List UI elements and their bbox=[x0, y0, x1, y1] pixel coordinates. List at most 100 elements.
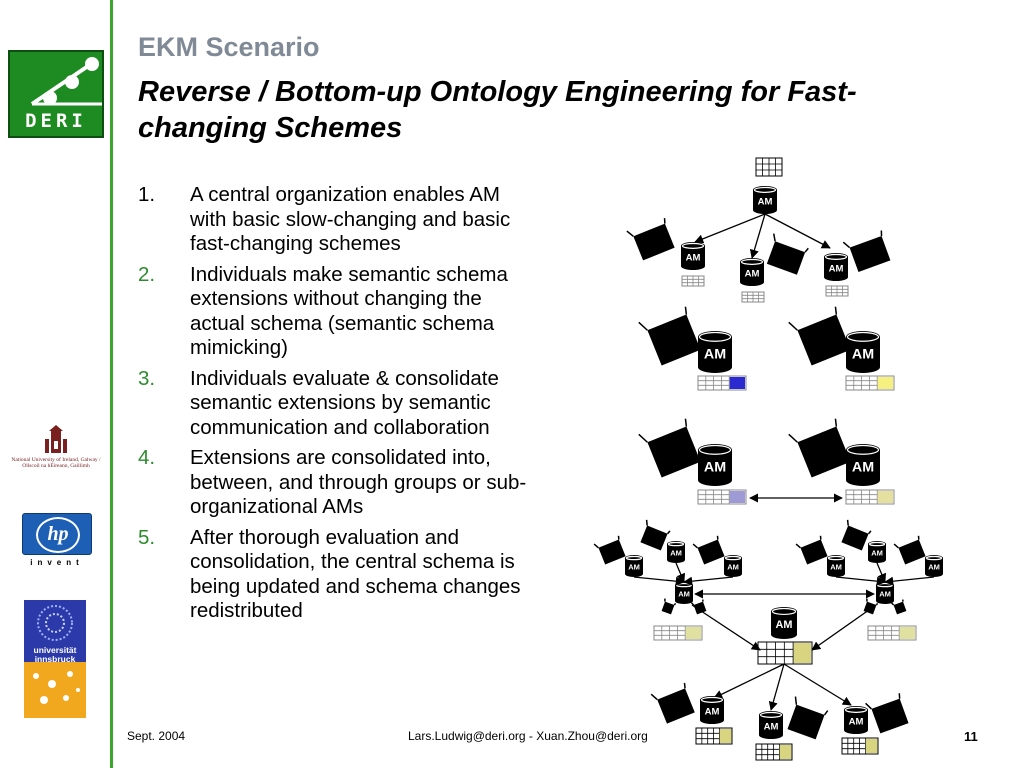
am-node: AM bbox=[868, 541, 886, 563]
am-label: AM bbox=[727, 563, 739, 572]
am-label: AM bbox=[758, 196, 773, 207]
uibk-logo-text: universität innsbruck bbox=[33, 645, 77, 664]
am-node: AM bbox=[698, 331, 732, 373]
list-item: 3. Individuals evaluate & consolidate se… bbox=[138, 367, 538, 441]
am-label: AM bbox=[829, 263, 844, 274]
am-node: AM bbox=[827, 555, 845, 577]
step-text: Extensions are consolidated into, betwee… bbox=[190, 446, 527, 518]
am-node: AM bbox=[771, 607, 797, 639]
uibk-logo-field bbox=[24, 662, 86, 718]
am-label: AM bbox=[745, 268, 760, 279]
am-node: AM bbox=[753, 186, 777, 214]
nuig-logo: National University of Ireland, Galway /… bbox=[4, 425, 108, 475]
connector-arrow bbox=[713, 663, 785, 699]
step-number: 2. bbox=[138, 262, 156, 286]
am-node: AM bbox=[700, 696, 724, 724]
list-item: 1. A central organization enables AM wit… bbox=[138, 183, 538, 257]
am-label: AM bbox=[871, 549, 883, 558]
schema-icon bbox=[841, 737, 879, 755]
schema-icon bbox=[697, 375, 747, 391]
am-node: AM bbox=[724, 555, 742, 577]
step-number: 4. bbox=[138, 446, 156, 469]
user-card-icon bbox=[795, 535, 828, 565]
user-card-icon bbox=[893, 535, 926, 565]
user-card-icon bbox=[650, 682, 695, 724]
nuig-logo-text: National University of Ireland, Galway /… bbox=[11, 457, 101, 469]
user-card-icon bbox=[842, 230, 891, 273]
user-card-icon bbox=[593, 535, 626, 565]
schema-icon bbox=[845, 489, 895, 505]
hp-logo-tagline: invent bbox=[30, 558, 84, 567]
am-diagram: AM AM AM AM AM AM AM AM AM AM AM AM AM AM AM AM AM AM AM AM bbox=[593, 157, 943, 761]
list-item: 2. Individuals make semantic schema exte… bbox=[138, 263, 538, 361]
am-node: AM bbox=[667, 541, 685, 563]
footer-authors: Lars.Ludwig@deri.org - Xuan.Zhou@deri.or… bbox=[408, 729, 648, 743]
schema-icon bbox=[695, 727, 733, 745]
step-text: After thorough evaluation and consolidat… bbox=[190, 525, 521, 623]
schema-icon bbox=[867, 625, 917, 641]
am-node: AM bbox=[681, 242, 705, 270]
am-label: AM bbox=[705, 706, 720, 717]
schema-icon bbox=[845, 375, 895, 391]
deri-logo-mark bbox=[30, 57, 102, 106]
am-node: AM bbox=[844, 706, 868, 735]
am-label: AM bbox=[928, 563, 940, 572]
connector-arrow bbox=[683, 576, 734, 586]
steps-list: 1. A central organization enables AM wit… bbox=[138, 183, 538, 630]
connector-arrow bbox=[764, 213, 831, 249]
connector-arrow bbox=[835, 576, 886, 586]
connector-arrow bbox=[691, 604, 761, 651]
am-label: AM bbox=[879, 590, 891, 599]
hp-logo-mark: hp bbox=[36, 517, 80, 553]
small-user-icon bbox=[690, 599, 707, 615]
nuig-crest-icon bbox=[45, 425, 67, 453]
deri-logo: DERI bbox=[8, 50, 104, 138]
schema-icon bbox=[757, 641, 813, 665]
am-node: AM bbox=[846, 444, 880, 486]
am-label: AM bbox=[678, 590, 690, 599]
am-node: AM bbox=[759, 711, 783, 740]
user-card-icon bbox=[638, 306, 701, 366]
slide-kicker: EKM Scenario bbox=[138, 32, 320, 62]
am-node: AM bbox=[925, 555, 943, 577]
am-label: AM bbox=[830, 563, 842, 572]
user-card-icon bbox=[788, 306, 851, 366]
am-node: AM bbox=[740, 258, 764, 286]
am-label: AM bbox=[704, 347, 726, 363]
user-card-icon bbox=[865, 693, 909, 734]
step-number: 1. bbox=[138, 183, 156, 206]
step-text: A central organization enables AM with b… bbox=[190, 183, 511, 255]
user-card-icon bbox=[692, 535, 725, 565]
connector-arrow bbox=[749, 213, 766, 259]
hp-logo: hp invent bbox=[22, 513, 92, 569]
am-node: AM bbox=[824, 253, 848, 281]
am-label: AM bbox=[686, 252, 701, 263]
step-text: Individuals evaluate & consolidate seman… bbox=[190, 366, 499, 439]
hp-logo-box: hp bbox=[22, 513, 92, 555]
step-text: Individuals make semantic schema extensi… bbox=[190, 262, 508, 360]
user-card-icon bbox=[638, 418, 701, 478]
connector-arrow bbox=[694, 213, 766, 244]
uibk-logo: universität innsbruck bbox=[24, 600, 86, 718]
deri-logo-text: DERI bbox=[25, 110, 87, 132]
am-label: AM bbox=[704, 460, 726, 476]
slide-title: Reverse / Bottom-up Ontology Engineering… bbox=[138, 76, 857, 144]
schema-icon bbox=[653, 625, 703, 641]
am-label: AM bbox=[849, 716, 864, 727]
schema-icon bbox=[681, 275, 705, 287]
am-node: AM bbox=[625, 555, 643, 577]
list-item: 4. Extensions are consolidated into, bet… bbox=[138, 446, 538, 520]
am-label: AM bbox=[670, 549, 682, 558]
uibk-logo-globe bbox=[24, 600, 86, 662]
user-card-icon bbox=[640, 519, 671, 551]
connector-arrow bbox=[811, 604, 877, 651]
schema-icon bbox=[697, 489, 747, 505]
step-number: 5. bbox=[138, 525, 156, 549]
sidebar-divider bbox=[110, 0, 113, 768]
schema-icon bbox=[755, 743, 793, 761]
am-label: AM bbox=[852, 347, 874, 363]
small-user-icon bbox=[890, 599, 907, 615]
am-label: AM bbox=[776, 619, 793, 631]
connector-arrow bbox=[768, 663, 785, 711]
uibk-globe-icon bbox=[37, 605, 73, 641]
